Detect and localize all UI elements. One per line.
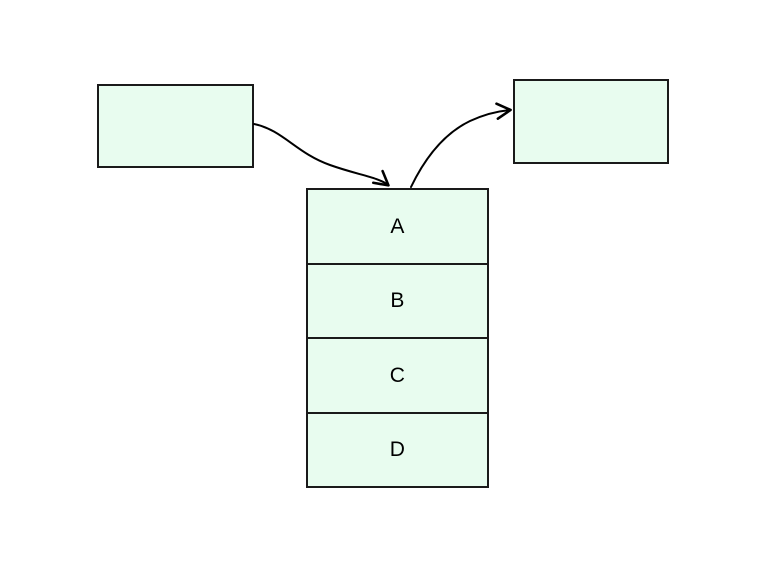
stack-cell-c-label: C [389, 363, 406, 387]
stack-cell-c[interactable]: C [308, 339, 487, 414]
node-right-box[interactable] [513, 79, 669, 164]
stack-cell-b[interactable]: B [308, 264, 487, 339]
stack-cell-d[interactable]: D [308, 413, 487, 486]
edge-stack-to-right-box [410, 102, 512, 188]
stack-cell-d-label: D [389, 438, 406, 462]
stack-container[interactable]: A B C D [306, 188, 489, 488]
stack-cell-b-label: B [390, 289, 405, 313]
edge-left-box-to-stack [253, 123, 390, 187]
stack-cell-a-label: A [390, 214, 405, 238]
stack-cell-a[interactable]: A [308, 190, 487, 265]
node-left-box[interactable] [97, 84, 254, 168]
